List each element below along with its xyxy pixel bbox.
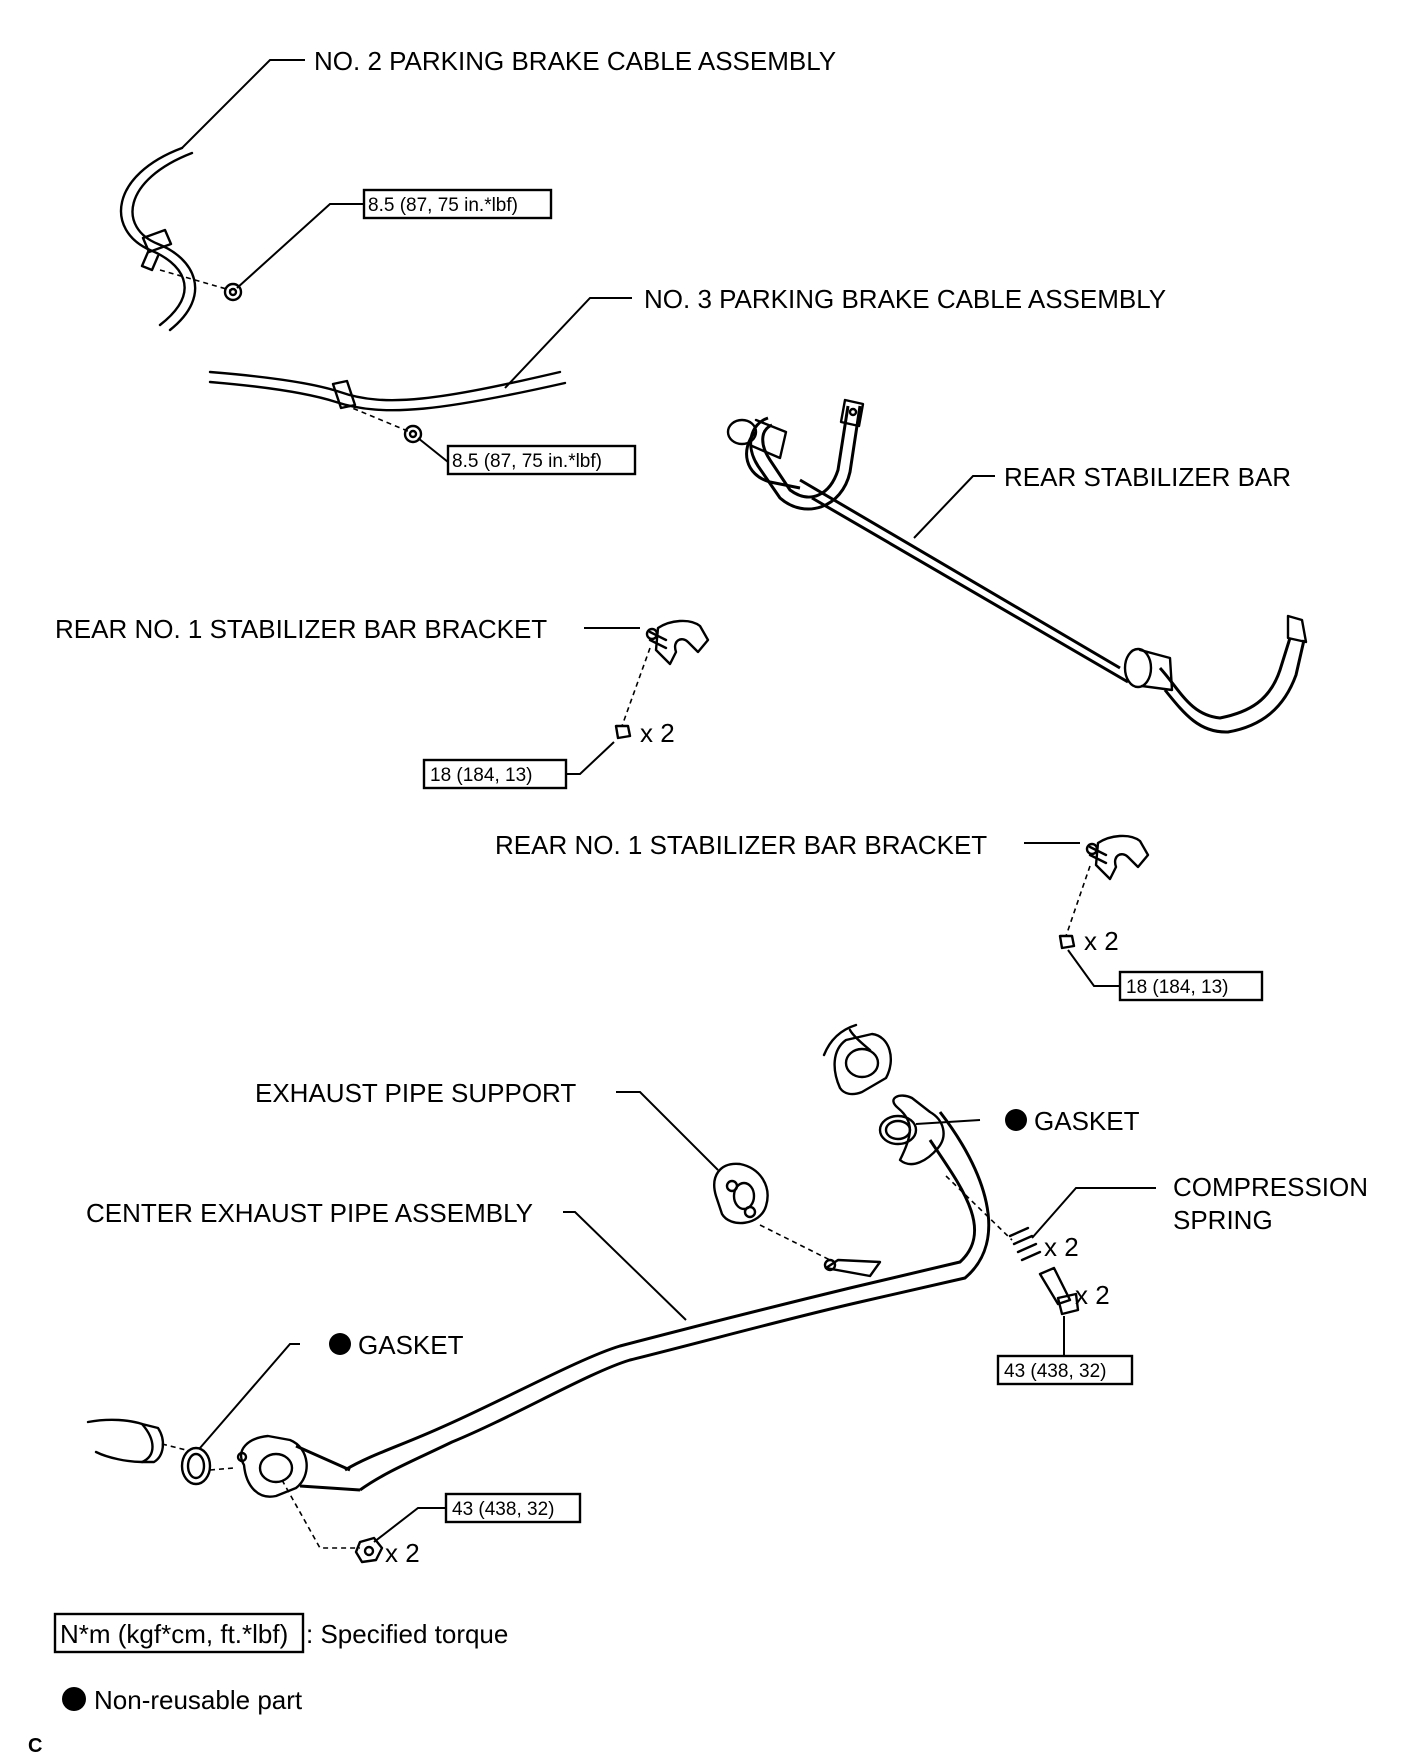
- label-no3-parking-brake-cable: NO. 3 PARKING BRAKE CABLE ASSEMBLY: [644, 284, 1166, 314]
- legend-nonreusable-text: Non-reusable part: [94, 1685, 303, 1715]
- label-bracket-2: REAR NO. 1 STABILIZER BAR BRACKET: [495, 830, 987, 860]
- qty-bracket-2: x 2: [1084, 926, 1119, 956]
- stabilizer-bar-bracket-2: REAR NO. 1 STABILIZER BAR BRACKET x 2 18…: [495, 830, 1264, 1002]
- torque-no3-cable: 8.5 (87, 75 in.*lbf): [452, 451, 602, 472]
- nonreusable-dot-lower-gasket: [329, 1333, 351, 1355]
- torque-box-exhaust-front: [444, 1492, 582, 1524]
- stabilizer-bar-bracket-1: REAR NO. 1 STABILIZER BAR BRACKET x 2 18…: [55, 614, 710, 790]
- label-center-exhaust-pipe: CENTER EXHAUST PIPE ASSEMBLY: [86, 1198, 533, 1228]
- label-no2-parking-brake-cable: NO. 2 PARKING BRAKE CABLE ASSEMBLY: [314, 46, 836, 76]
- corner-mark: C: [28, 1735, 42, 1757]
- label-rear-stabilizer-bar: REAR STABILIZER BAR: [1004, 462, 1291, 492]
- torque-box-bracket-2: [1118, 970, 1264, 1002]
- torque-box-bracket-1: [422, 758, 568, 790]
- label-compression-spring-line1: COMPRESSION: [1173, 1172, 1368, 1202]
- legend: N*m (kgf*cm, ft.*lbf) : Specified torque…: [28, 1612, 508, 1757]
- torque-exhaust-bolt: 43 (438, 32): [1004, 1361, 1106, 1382]
- rear-stabilizer-bar: REAR STABILIZER BAR: [726, 398, 1308, 734]
- legend-torque-units: N*m (kgf*cm, ft.*lbf): [60, 1619, 288, 1649]
- qty-bracket-1: x 2: [640, 718, 675, 748]
- qty-spring: x 2: [1044, 1232, 1079, 1262]
- torque-box-no3-cable: [446, 444, 637, 476]
- label-compression-spring-line2: SPRING: [1173, 1205, 1273, 1235]
- qty-front-nut: x 2: [385, 1538, 420, 1568]
- qty-bolt: x 2: [1075, 1280, 1110, 1310]
- no2-parking-brake-cable: NO. 2 PARKING BRAKE CABLE ASSEMBLY 8.5 (…: [119, 46, 836, 332]
- torque-box-exhaust-bolt: [996, 1354, 1134, 1386]
- legend-nonreusable-dot: [62, 1687, 86, 1711]
- legend-torque-text: : Specified torque: [306, 1619, 508, 1649]
- nonreusable-dot-upper-gasket: [1005, 1109, 1027, 1131]
- label-gasket-lower: GASKET: [358, 1330, 464, 1360]
- label-gasket-upper: GASKET: [1034, 1106, 1140, 1136]
- label-bracket-1: REAR NO. 1 STABILIZER BAR BRACKET: [55, 614, 547, 644]
- torque-no2-cable: 8.5 (87, 75 in.*lbf): [368, 195, 518, 216]
- torque-bracket-1: 18 (184, 13): [430, 765, 532, 786]
- exhaust-assembly: GASKET EXHAUST PIPE SUPPORT CENTER EXHAU…: [86, 1023, 1368, 1568]
- torque-bracket-2: 18 (184, 13): [1126, 977, 1228, 998]
- no3-parking-brake-cable: NO. 3 PARKING BRAKE CABLE ASSEMBLY 8.5 (…: [208, 284, 1166, 476]
- label-exhaust-pipe-support: EXHAUST PIPE SUPPORT: [255, 1078, 576, 1108]
- torque-box-no2-cable: [362, 188, 553, 220]
- legend-torque-box: [53, 1612, 305, 1654]
- torque-exhaust-front: 43 (438, 32): [452, 1499, 554, 1520]
